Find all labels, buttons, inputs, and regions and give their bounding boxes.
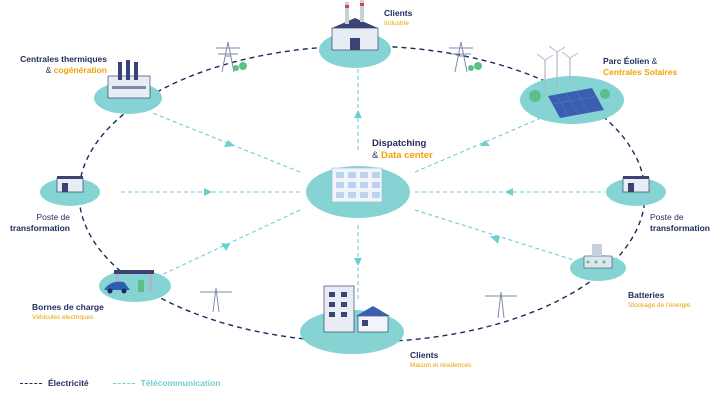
label-line1: Parc Éolien [603, 56, 650, 66]
platform-clients-homes [300, 285, 404, 354]
label-suffix: & [649, 56, 658, 66]
label-line2: transformation [10, 223, 70, 233]
label-line1: Poste de [650, 212, 684, 222]
legend: Électricité Télécommunication [20, 378, 220, 388]
label-poste-right: Poste de transformation [650, 212, 710, 234]
platform-thermal [94, 60, 162, 114]
label-line2: Data center [380, 150, 433, 161]
legend-telecom-swatch [112, 382, 135, 384]
label-subtitle: Maison et résidences [410, 362, 472, 369]
telecom-arrows [204, 110, 513, 266]
platform-poste-left [40, 176, 100, 206]
label-line1: Dispatching [372, 138, 427, 149]
label-line1: Centrales thermiques [20, 54, 107, 64]
platform-wind-solar [520, 45, 624, 124]
label-subtitle: Véhicules électriques [32, 314, 94, 321]
platform-batteries [570, 244, 626, 281]
label-clients-homes: Clients Maison et résidences [410, 350, 471, 370]
label-subtitle: Stockage de l'énergie [628, 302, 691, 309]
label-title: Batteries [628, 290, 665, 300]
label-subtitle: Industrie [384, 20, 409, 27]
platform-dispatching [306, 166, 410, 218]
tree-icons [233, 62, 482, 71]
label-title: Clients [410, 350, 439, 360]
label-title: Clients [384, 8, 413, 18]
legend-electricity-label: Électricité [48, 378, 89, 388]
label-batteries: Batteries Stockage de l'énergie [628, 290, 690, 310]
label-poste-left: Poste de transformation [10, 212, 70, 234]
platform-clients-industry [319, 0, 391, 68]
pylon-icon [200, 41, 517, 319]
label-clients-industry: Clients Industrie [384, 8, 412, 28]
legend-electricity-swatch [20, 382, 42, 384]
label-charging: Bornes de charge Véhicules électriques [32, 302, 104, 322]
label-prefix: & [372, 150, 381, 161]
legend-telecom-label: Télécommunication [140, 378, 221, 388]
label-line2: Centrales Solaires [603, 67, 678, 77]
label-title: Bornes de charge [32, 302, 104, 312]
label-wind-solar: Parc Éolien & Centrales Solaires [603, 56, 677, 78]
label-line1: Poste de [36, 212, 70, 222]
label-line2: cogénération [53, 65, 107, 75]
platform-poste-right [606, 176, 666, 206]
platform-charging [99, 270, 171, 302]
label-line2: transformation [650, 223, 710, 233]
label-prefix: & [45, 65, 54, 75]
label-dispatching: Dispatching & Data center [372, 138, 433, 162]
label-thermal: Centrales thermiques & cogénération [20, 54, 107, 76]
